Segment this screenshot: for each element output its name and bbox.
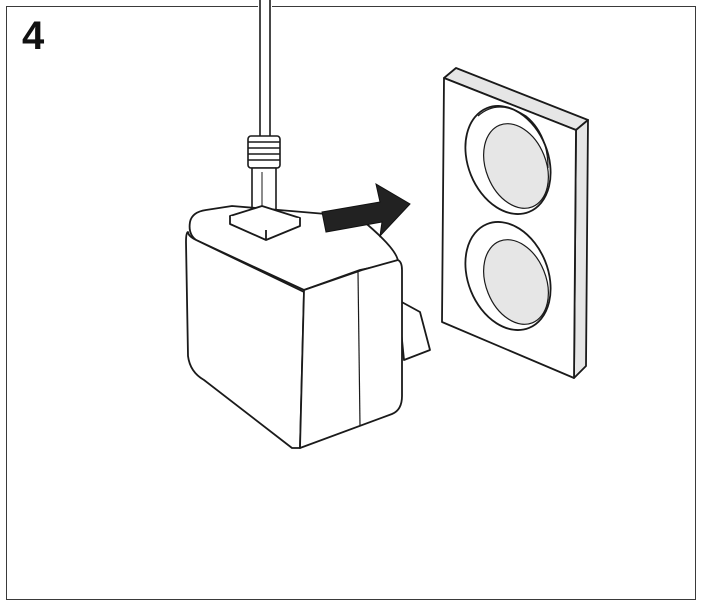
power-adapter-icon [185, 205, 431, 449]
wall-socket-icon [441, 67, 589, 379]
step-number: 4 [22, 14, 45, 58]
arrow-right-icon [321, 182, 411, 238]
cable-icon [247, 0, 281, 217]
